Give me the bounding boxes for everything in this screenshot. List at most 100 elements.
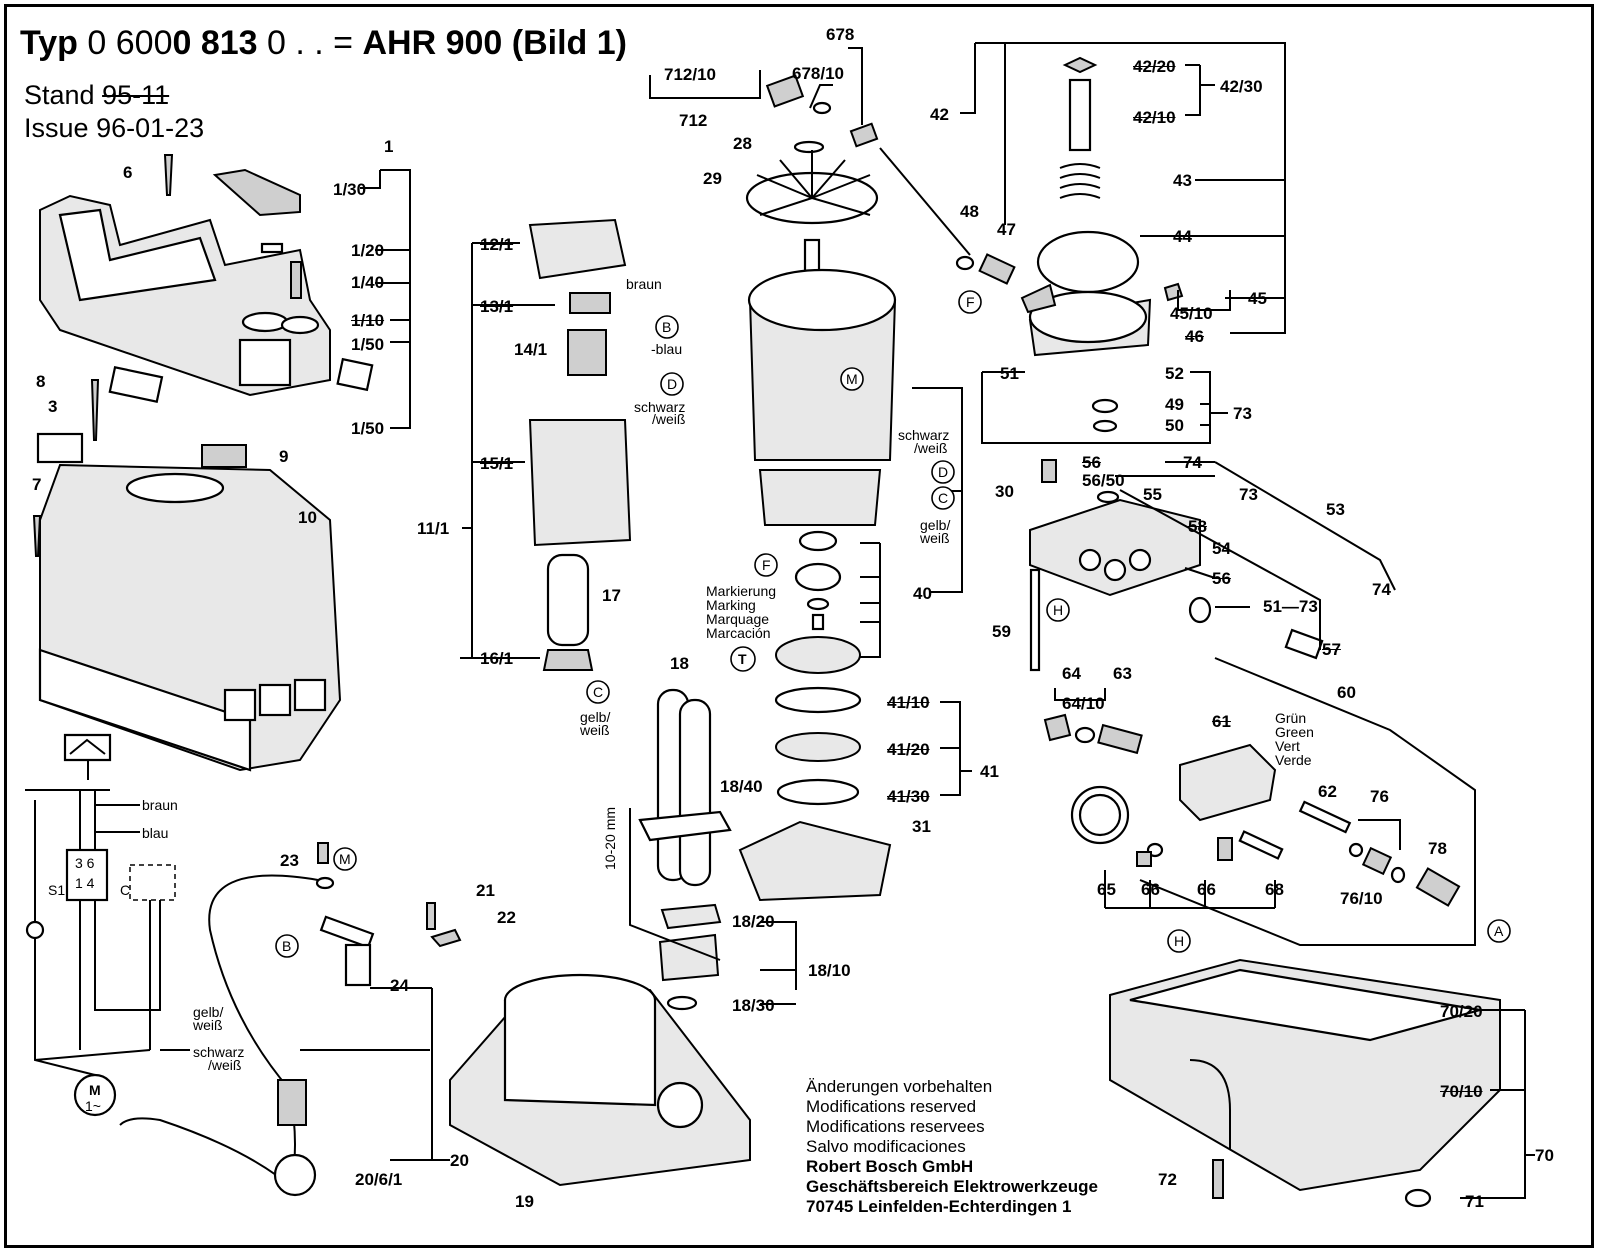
callout-10: 10 bbox=[298, 508, 317, 527]
callout-47: 47 bbox=[997, 220, 1016, 239]
marking-fr: Marquage bbox=[706, 611, 770, 627]
callout-45: 45 bbox=[1248, 289, 1267, 308]
callout-30: 30 bbox=[995, 482, 1014, 501]
callout-70-20: 70/20 bbox=[1440, 1002, 1483, 1021]
wire-schwarz-schematic: schwarz bbox=[193, 1044, 245, 1060]
callout-70: 70 bbox=[1535, 1146, 1554, 1165]
marker-b-2: B bbox=[282, 938, 292, 954]
marker-d-2: D bbox=[938, 464, 949, 480]
callout-70-10: 70/10 bbox=[1440, 1082, 1483, 1101]
valve-group bbox=[1043, 713, 1461, 907]
callout-74b: 74 bbox=[1372, 580, 1391, 599]
wire-gelb-switch: gelb/ bbox=[580, 709, 611, 725]
callout-21: 21 bbox=[476, 881, 495, 900]
callout-23: 23 bbox=[280, 851, 299, 870]
callout-74a: 74 bbox=[1183, 453, 1202, 472]
motor-assembly bbox=[738, 74, 897, 902]
company-address: 70745 Leinfelden-Echterdingen 1 bbox=[806, 1197, 1072, 1216]
callout-24: 24 bbox=[390, 976, 409, 995]
green-es: Verde bbox=[1275, 752, 1312, 768]
callout-15-1: 15/1 bbox=[480, 454, 514, 473]
callout-31: 31 bbox=[912, 817, 931, 836]
typ-code: 0 600 bbox=[87, 24, 173, 62]
marker-m-2: M bbox=[339, 851, 351, 867]
handle-cover bbox=[39, 194, 331, 397]
stand-value: 95-11 bbox=[102, 80, 170, 110]
callout-71: 71 bbox=[1465, 1192, 1484, 1211]
callout-1-50b: 1/50 bbox=[351, 419, 385, 438]
callout-59: 59 bbox=[992, 622, 1011, 641]
callout-9: 9 bbox=[279, 447, 289, 466]
wiring-schematic bbox=[25, 733, 430, 1117]
diagram-frame bbox=[4, 4, 1594, 1248]
company-name: Robert Bosch GmbH bbox=[806, 1157, 974, 1176]
wire-weiss-motor: /weiß bbox=[914, 440, 948, 456]
callout-18-20: 18/20 bbox=[732, 912, 775, 931]
wire-braun-schematic: braun bbox=[142, 797, 178, 813]
callout-14-1: 14/1 bbox=[514, 340, 548, 359]
callout-48: 48 bbox=[960, 202, 979, 221]
wire-blau-schematic: blau bbox=[142, 825, 169, 841]
callout-76-10: 76/10 bbox=[1340, 889, 1383, 908]
issue-line: Issue 96-01-23 bbox=[24, 115, 204, 142]
wire-braun-switch: braun bbox=[626, 276, 662, 292]
wire-gelb-schematic: gelb/ bbox=[193, 1004, 224, 1020]
wire-schwarz-switch: schwarz bbox=[634, 399, 686, 415]
marking-de: Markierung bbox=[706, 583, 777, 599]
marker-h-1: H bbox=[1053, 602, 1064, 618]
callout-49: 49 bbox=[1165, 395, 1184, 414]
pump-block bbox=[1029, 459, 1324, 672]
callout-73a: 73 bbox=[1233, 404, 1252, 423]
wire-schwarz-motor: schwarz bbox=[898, 427, 950, 443]
callout-712: 712 bbox=[679, 111, 708, 130]
callout-3: 3 bbox=[48, 397, 58, 416]
stand-line: Stand 95-11 bbox=[24, 82, 169, 109]
callout-46: 46 bbox=[1185, 327, 1204, 346]
callout-51b: 51 bbox=[1263, 597, 1282, 616]
callout-1: 1 bbox=[384, 137, 394, 156]
switch-assembly bbox=[528, 218, 632, 671]
type-line: Typ 0 6000 813 0 . . = AHR 900 (Bild 1) bbox=[20, 26, 627, 60]
callout-65: 65 bbox=[1097, 880, 1116, 899]
callout-16-1: 16/1 bbox=[480, 649, 514, 668]
marking-en: Marking bbox=[706, 597, 756, 613]
wire-weiss-schematic: weiß bbox=[193, 1017, 223, 1033]
marker-h-2: H bbox=[1174, 933, 1185, 949]
schematic-switch-bottom: 1 4 bbox=[75, 875, 95, 891]
green-en: Green bbox=[1275, 724, 1314, 740]
callout-1-30: 1/30 bbox=[333, 180, 367, 199]
callout-28: 28 bbox=[733, 134, 752, 153]
callout-56: 56 bbox=[1082, 453, 1101, 472]
schematic-motor-sub: 1~ bbox=[85, 1098, 101, 1114]
callout-43: 43 bbox=[1173, 171, 1192, 190]
callout-51: 51 bbox=[1000, 364, 1019, 383]
callout-6: 6 bbox=[123, 163, 133, 182]
wire-weiss-switch-2: weiß bbox=[580, 722, 610, 738]
callout-73c: 73 bbox=[1298, 597, 1318, 616]
marker-circles bbox=[275, 290, 1511, 958]
callout-12-1: 12/1 bbox=[480, 235, 514, 254]
callout-53: 53 bbox=[1326, 500, 1345, 519]
callout-72: 72 bbox=[1158, 1170, 1177, 1189]
callout-50: 50 bbox=[1165, 416, 1184, 435]
callout-18: 18 bbox=[670, 654, 689, 673]
callout-54: 54 bbox=[1212, 539, 1231, 558]
callout-13-1: 13/1 bbox=[480, 297, 514, 316]
cover-parts bbox=[32, 154, 374, 557]
outlet-column bbox=[638, 688, 732, 1011]
stand-label: Stand bbox=[24, 80, 95, 110]
callout-58: 58 bbox=[1188, 517, 1207, 536]
issue-value: 96-01-23 bbox=[96, 113, 205, 143]
typ-label: Typ bbox=[20, 24, 78, 62]
dimension-label: 10-20 mm bbox=[602, 806, 618, 870]
callout-42-20: 42/20 bbox=[1133, 57, 1176, 76]
marker-f-1: F bbox=[966, 294, 975, 310]
callout-66a: 66 bbox=[1141, 880, 1160, 899]
bracket-lines bbox=[360, 42, 1535, 1199]
callout-62: 62 bbox=[1318, 782, 1337, 801]
wire-blau-switch: -blau bbox=[651, 341, 683, 357]
callout-44: 44 bbox=[1173, 227, 1192, 246]
power-cable bbox=[119, 842, 462, 1197]
typ-suffix: 0 . . = bbox=[267, 24, 354, 62]
